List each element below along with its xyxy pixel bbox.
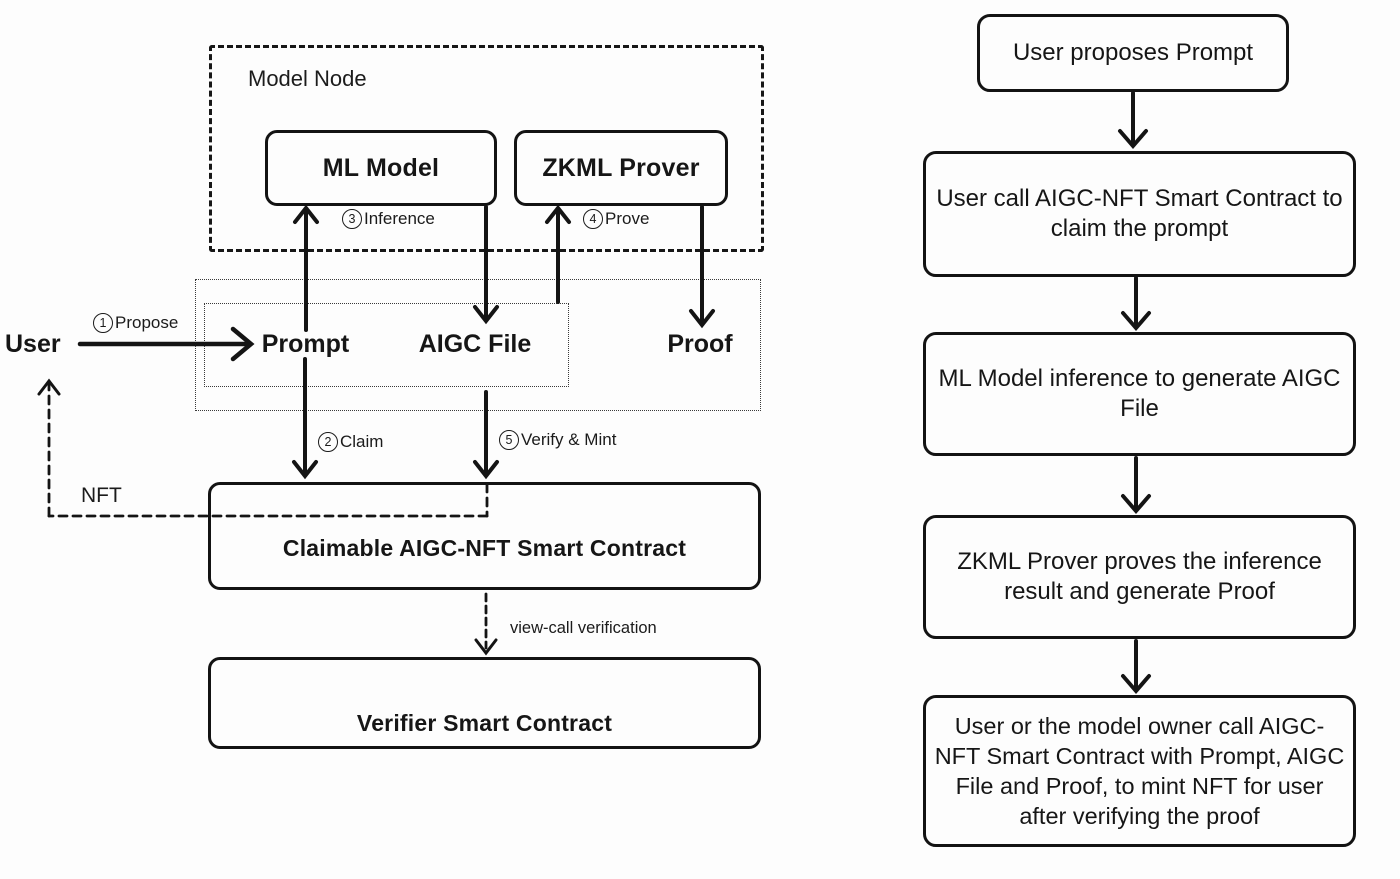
verifier-contract-label: Verifier Smart Contract (356, 710, 613, 736)
nft-edge-head-icon (37, 378, 61, 396)
user-node-label: User (5, 330, 61, 358)
zkml-prover-node: ZKML Prover (514, 130, 728, 206)
step-propose-text: Propose (115, 313, 179, 332)
view-call-edge-label: view-call verification (510, 619, 657, 637)
step-prove-label: 4 Prove (583, 209, 649, 229)
step-2-circle-icon: 2 (318, 432, 338, 452)
flow-step-4-box: ZKML Prover proves the inference result … (923, 515, 1356, 639)
step-3-circle-icon: 3 (342, 209, 362, 229)
flow-step-5-box: User or the model owner call AIGC-NFT Sm… (923, 695, 1356, 847)
flow-arrow-2-head-icon (1121, 311, 1151, 332)
step-1-circle-icon: 1 (93, 313, 113, 333)
flow-step-2-text: User call AIGC-NFT Smart Contract to cla… (936, 185, 1343, 242)
flow-step-2-box: User call AIGC-NFT Smart Contract to cla… (923, 151, 1356, 277)
claimable-contract-node: Claimable AIGC-NFT Smart Contract (208, 482, 761, 590)
step-4-circle-icon: 4 (583, 209, 603, 229)
step-inference-text: Inference (364, 209, 435, 228)
arrow-verify-mint-head-icon (473, 460, 499, 480)
step-verify-mint-text: Verify & Mint (521, 430, 617, 449)
nft-edge-label: NFT (81, 484, 122, 507)
flow-step-3-box: ML Model inference to generate AIGC File (923, 332, 1356, 456)
model-node-label: Model Node (248, 66, 367, 91)
zkml-prover-label: ZKML Prover (542, 153, 700, 182)
step-claim-text: Claim (340, 432, 384, 451)
flow-step-1-box: User proposes Prompt (977, 14, 1289, 92)
verifier-contract-node: Verifier Smart Contract (208, 657, 761, 749)
step-verify-mint-label: 5 Verify & Mint (499, 430, 616, 450)
aigc-file-node-label: AIGC File (418, 330, 532, 358)
step-claim-label: 2 Claim (318, 432, 383, 452)
step-5-circle-icon: 5 (499, 430, 519, 450)
flow-arrow-3-head-icon (1121, 494, 1151, 515)
step-propose-label: 1 Propose (93, 313, 178, 333)
view-call-head-icon (474, 638, 498, 656)
step-prove-text: Prove (605, 209, 650, 228)
claimable-contract-label: Claimable AIGC-NFT Smart Contract (282, 534, 687, 561)
arrow-claim-head-icon (292, 460, 318, 480)
ml-model-node: ML Model (265, 130, 497, 206)
flow-arrow-4-head-icon (1121, 674, 1151, 695)
proof-node-label: Proof (667, 330, 733, 358)
flow-step-5-text: User or the model owner call AIGC-NFT Sm… (934, 713, 1345, 829)
step-inference-label: 3 Inference (342, 209, 435, 229)
flow-step-3-text: ML Model inference to generate AIGC File (938, 365, 1341, 422)
prompt-node-label: Prompt (261, 330, 350, 358)
flow-step-4-text: ZKML Prover proves the inference result … (957, 548, 1322, 605)
ml-model-label: ML Model (322, 153, 440, 182)
flow-arrow-1-head-icon (1118, 129, 1148, 150)
flow-step-1-text: User proposes Prompt (1012, 39, 1254, 66)
